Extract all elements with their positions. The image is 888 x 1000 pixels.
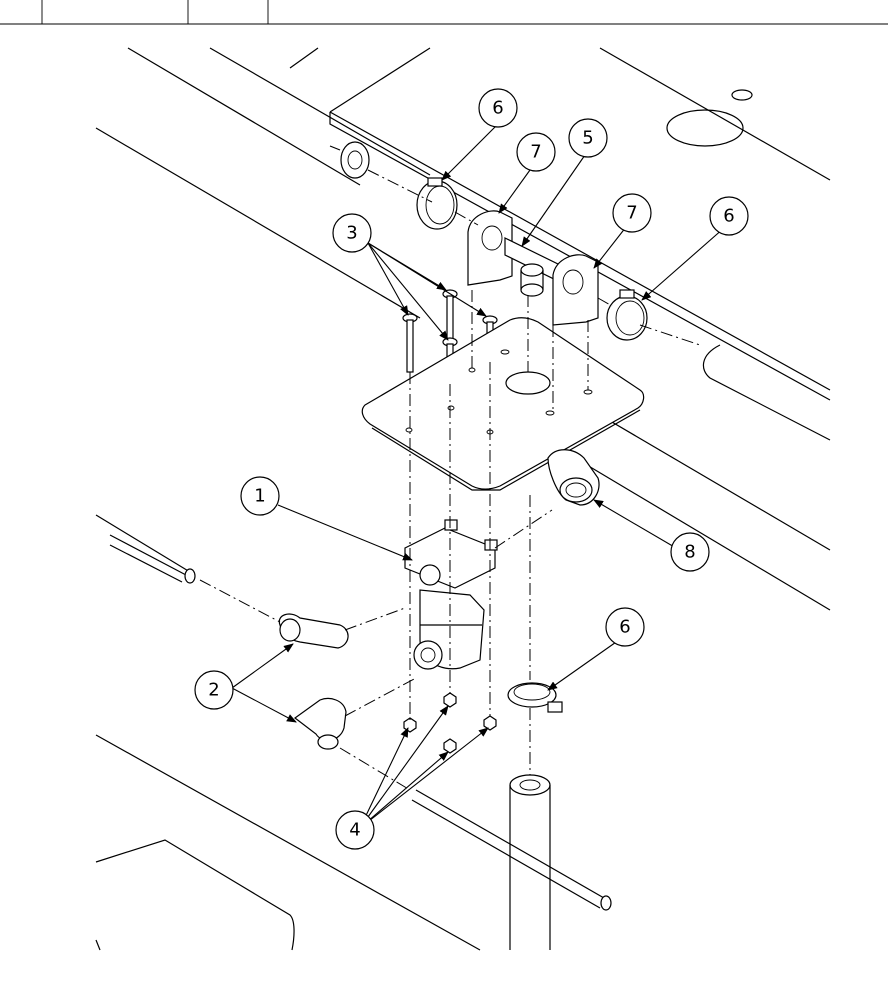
callout-7-right-label: 7 (626, 203, 637, 224)
callout-7-left-label: 7 (530, 142, 541, 163)
mounting-plate (361, 317, 645, 491)
callout-4: 4 (335, 810, 375, 850)
callout-6-top-right-label: 6 (723, 206, 734, 227)
bolt-1 (402, 313, 418, 373)
callout-4-label: 4 (349, 820, 360, 841)
callout-1-label: 1 (254, 486, 265, 507)
lower-rod (411, 789, 612, 911)
fitting-upper (278, 613, 349, 649)
callout-6-bottom-label: 6 (619, 617, 630, 638)
callout-8: 8 (670, 532, 710, 572)
callout-7-left: 7 (516, 132, 556, 172)
title-block-strip (0, 0, 888, 25)
callout-2-label: 2 (208, 680, 219, 701)
hose-clamp-bottom (507, 682, 563, 713)
callout-3: 3 (332, 213, 372, 253)
callout-5: 5 (568, 118, 608, 158)
callout-1: 1 (240, 476, 280, 516)
callout-3-label: 3 (346, 223, 357, 244)
callout-5-label: 5 (582, 128, 593, 149)
callout-8-label: 8 (684, 542, 695, 563)
nut-1 (403, 717, 417, 733)
callout-2: 2 (194, 670, 234, 710)
nut-4 (483, 715, 497, 731)
frame-outline (95, 47, 831, 951)
elbow-fitting (547, 449, 600, 506)
upper-hose (329, 141, 370, 179)
hose-clamp-top-right (606, 289, 648, 341)
valve-assembly (404, 519, 498, 670)
hose-clamp-top-left (416, 177, 458, 230)
callout-6-top-left-label: 6 (492, 98, 503, 119)
nut-2 (443, 692, 457, 708)
shaft (504, 237, 561, 297)
bracket-right (552, 254, 599, 326)
callout-6-top-right: 6 (709, 196, 749, 236)
fitting-lower (293, 697, 347, 750)
leader-lines (231, 124, 725, 829)
callout-6-top-left: 6 (478, 88, 518, 128)
callout-7-right: 7 (612, 193, 652, 233)
left-rod (109, 534, 196, 584)
vertical-tube (509, 774, 551, 950)
nut-3 (443, 738, 457, 754)
assembly-centerlines (199, 169, 701, 791)
callout-6-bottom: 6 (605, 607, 645, 647)
